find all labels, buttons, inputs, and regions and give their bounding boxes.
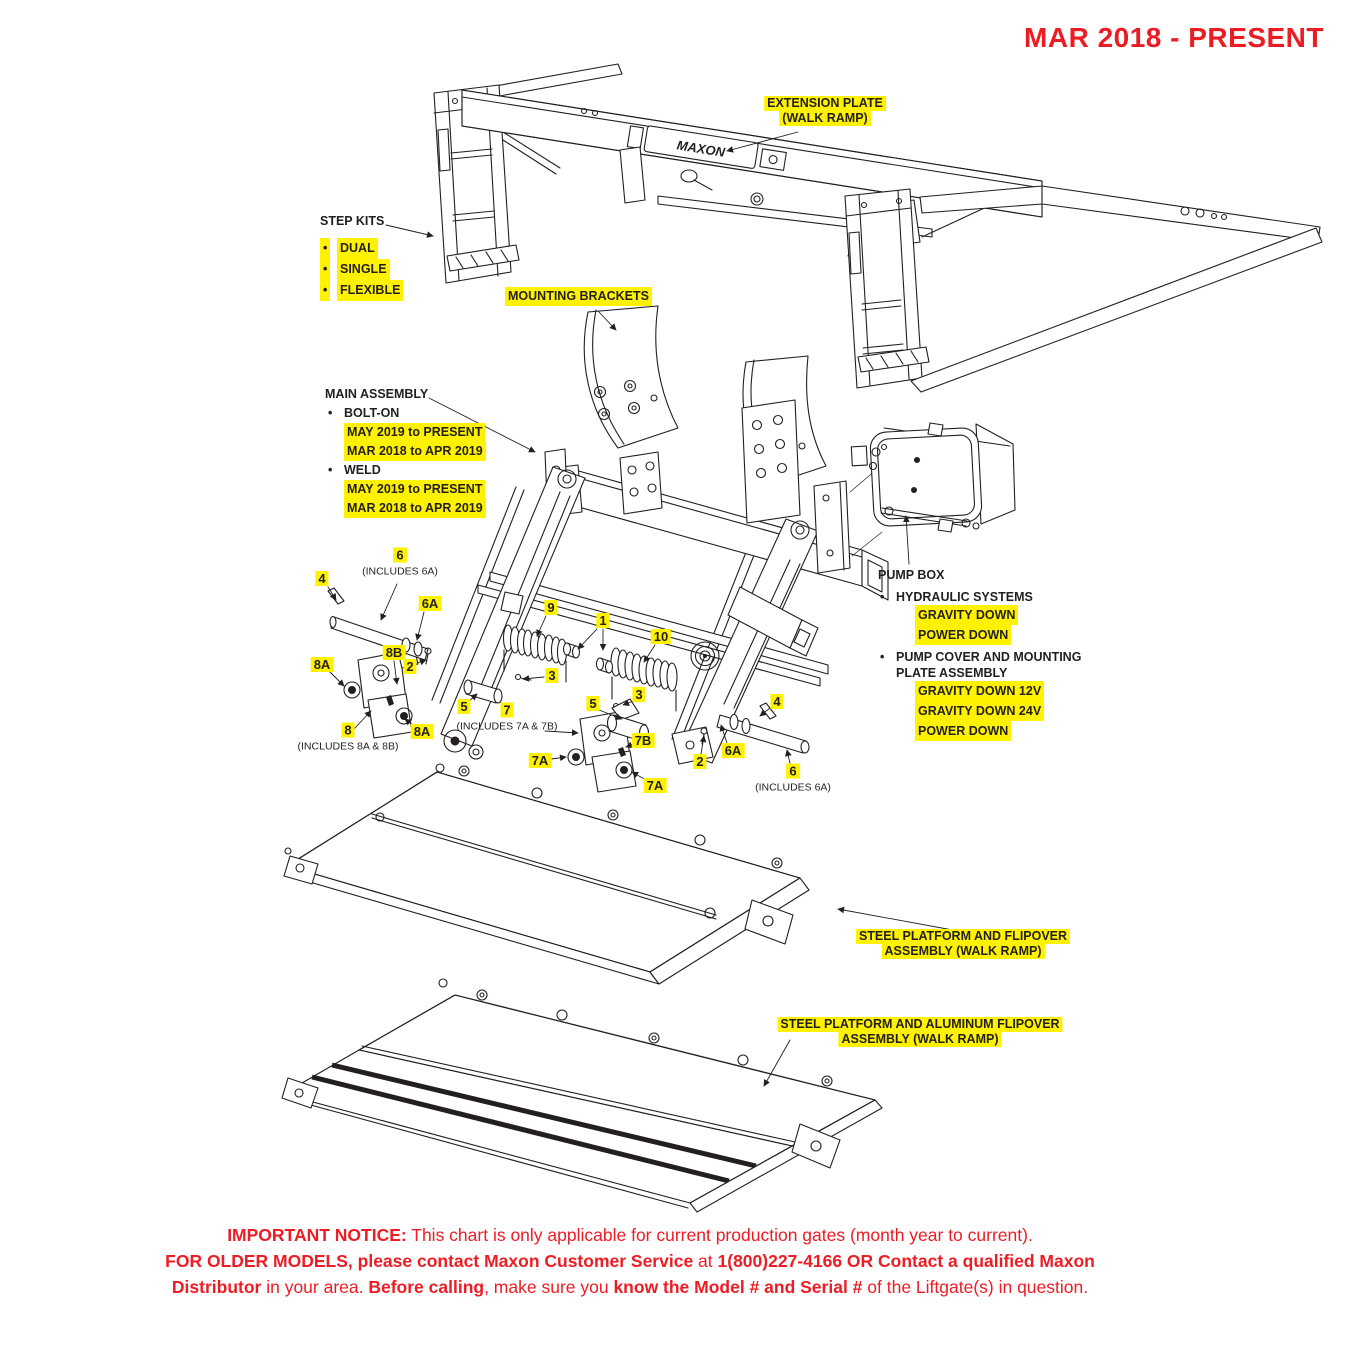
extension-plate-label-line2: (WALK RAMP)	[779, 111, 871, 126]
important-notice-line2: FOR OLDER MODELS, please contact Maxon C…	[165, 1251, 1095, 1271]
part-number: 6A	[721, 743, 745, 758]
part-callout-7a: 7A	[528, 752, 552, 770]
part-number: 3	[632, 687, 646, 702]
aluminum-platform-label-line1: STEEL PLATFORM AND ALUMINUM FLIPOVER	[777, 1017, 1063, 1032]
part-callout-5: 5	[586, 695, 600, 713]
part-number: 2	[693, 754, 707, 769]
part-callout-7: 7 (INCLUDES 7A & 7B)	[456, 702, 558, 733]
mounting-brackets-label: MOUNTING BRACKETS	[505, 287, 652, 306]
part-callout-3: 3	[632, 686, 646, 704]
part-number: 7A	[643, 778, 667, 793]
maxon-logo-plate: MAXON	[626, 125, 787, 171]
pump-box-title: PUMP BOX	[878, 568, 945, 582]
part-number: 1	[596, 613, 610, 628]
step-kits-title: STEP KITS	[320, 214, 385, 228]
part-number: 4	[315, 571, 329, 586]
step-kit-item-flexible: FLEXIBLE	[320, 280, 404, 301]
part-callout-3: 3	[545, 667, 559, 685]
part-number: 8A	[410, 724, 434, 739]
part-number: 3	[545, 668, 559, 683]
part-number: 7	[500, 702, 514, 718]
part-callout-8b: 8B	[382, 644, 406, 662]
extension-plate-label-line1: EXTENSION PLATE	[764, 96, 886, 111]
part-number: 5	[586, 696, 600, 711]
bolt-on-date-2: MAR 2018 to APR 2019	[344, 442, 486, 461]
aluminum-platform-drawing	[281, 978, 883, 1213]
steel-platform-drawing	[283, 763, 810, 985]
pump-box-item-hydraulic: HYDRAULIC SYSTEMS	[878, 589, 1092, 605]
hydraulic-option-power: POWER DOWN	[915, 625, 1012, 645]
part-callout-8: 8 (INCLUDES 8A & 8B)	[297, 722, 399, 753]
main-assembly-label: MAIN ASSEMBLY BOLT-ON MAY 2019 to PRESEN…	[325, 385, 486, 518]
part-number: 10	[650, 629, 672, 644]
pump-box-label: PUMP BOX HYDRAULIC SYSTEMS GRAVITY DOWN …	[878, 566, 1092, 741]
part-callout-7b: 7B	[631, 732, 655, 750]
part-number: 4	[770, 694, 784, 709]
part-note: (INCLUDES 6A)	[362, 565, 438, 578]
steel-platform-label: STEEL PLATFORM AND FLIPOVER ASSEMBLY (WA…	[855, 929, 1071, 959]
part-number: 6	[786, 763, 800, 779]
cover-option-gravity-24v: GRAVITY DOWN 24V	[915, 701, 1045, 721]
part-number: 8A	[310, 657, 334, 672]
aluminum-platform-label: STEEL PLATFORM AND ALUMINUM FLIPOVER ASS…	[777, 1017, 1063, 1047]
part-number: 6	[393, 547, 407, 563]
part-callout-2: 2	[693, 753, 707, 771]
pump-box-drawing	[850, 422, 1016, 533]
part-callout-6a: 6A	[721, 742, 745, 760]
part-callout-6: 6 (INCLUDES 6A)	[362, 547, 438, 578]
mounting-brackets-text: MOUNTING BRACKETS	[505, 287, 652, 306]
part-number: 6A	[418, 596, 442, 611]
part-number: 9	[544, 600, 558, 615]
step-kits-label: STEP KITS DUAL SINGLE FLEXIBLE	[320, 212, 404, 301]
important-notice-line1: IMPORTANT NOTICE: This chart is only app…	[227, 1225, 1033, 1245]
part-number: 5	[457, 699, 471, 714]
part-number: 7A	[528, 753, 552, 768]
main-assembly-item-weld: WELD	[325, 461, 486, 480]
part-callout-4: 4	[315, 570, 329, 588]
step-kit-item-dual: DUAL	[320, 238, 403, 259]
weld-date-2: MAR 2018 to APR 2019	[344, 499, 486, 518]
main-assembly-title: MAIN ASSEMBLY	[325, 387, 429, 401]
cover-option-gravity-12v: GRAVITY DOWN 12V	[915, 681, 1045, 701]
part-callout-6: 6 (INCLUDES 6A)	[755, 763, 831, 794]
important-notice-line3: Distributor in your area. Before calling…	[171, 1277, 1089, 1297]
part-callout-7a: 7A	[643, 777, 667, 795]
aluminum-platform-label-line2: ASSEMBLY (WALK RAMP)	[838, 1032, 1002, 1047]
extension-plate-and-step-kits-drawing: MAXON	[433, 63, 1323, 393]
part-number: 2	[403, 659, 417, 674]
date-range-title: MAR 2018 - PRESENT	[1024, 22, 1324, 53]
part-number: 7B	[631, 733, 655, 748]
steel-platform-label-line1: STEEL PLATFORM AND FLIPOVER	[855, 929, 1071, 944]
main-assembly-drawing	[327, 399, 889, 793]
part-callout-10: 10	[650, 628, 672, 646]
part-note: (INCLUDES 6A)	[755, 781, 831, 794]
steel-platform-label-line2: ASSEMBLY (WALK RAMP)	[881, 944, 1045, 959]
step-kit-dual-text: DUAL	[337, 238, 378, 259]
part-callout-8a: 8A	[410, 723, 434, 741]
weld-date-1: MAY 2019 to PRESENT	[344, 480, 486, 499]
extension-plate-label: EXTENSION PLATE (WALK RAMP)	[764, 96, 886, 126]
pump-box-item-cover: PUMP COVER AND MOUNTING PLATE ASSEMBLY	[878, 649, 1092, 681]
part-number: 8	[341, 722, 355, 738]
part-note: (INCLUDES 7A & 7B)	[456, 720, 558, 733]
part-callout-2: 2	[403, 658, 417, 676]
part-number: 8B	[382, 645, 406, 660]
cover-option-power: POWER DOWN	[915, 721, 1012, 741]
step-kit-flexible-text: FLEXIBLE	[337, 280, 404, 301]
part-callout-9: 9	[544, 599, 558, 617]
section-leader-lines	[385, 131, 959, 1087]
part-callout-5: 5	[457, 698, 471, 716]
part-callout-8a: 8A	[310, 656, 334, 674]
part-callout-4: 4	[770, 693, 784, 711]
main-assembly-item-bolt-on: BOLT-ON	[325, 404, 486, 423]
hydraulic-option-gravity: GRAVITY DOWN	[915, 605, 1019, 625]
bolt-on-date-1: MAY 2019 to PRESENT	[344, 423, 486, 442]
part-note: (INCLUDES 8A & 8B)	[297, 740, 399, 753]
part-callout-6a: 6A	[418, 595, 442, 613]
step-kit-single-text: SINGLE	[337, 259, 390, 280]
part-callout-1: 1	[596, 612, 610, 630]
important-notice: IMPORTANT NOTICE: This chart is only app…	[0, 1222, 1260, 1300]
step-kit-item-single: SINGLE	[320, 259, 403, 280]
